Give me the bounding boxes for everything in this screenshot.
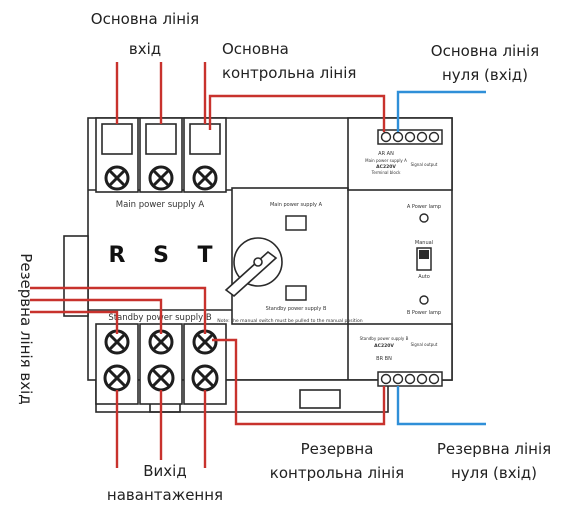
panel-standby-b-label: Standby power supply B [266,306,327,312]
indicator-b-window [285,285,307,301]
auto-label: Auto [418,274,430,280]
term-top-sub: Main power supply A [365,158,407,163]
term-bot-side: Signal output [411,342,438,347]
label-main-neutral-2: нуля (вхід) [441,66,529,84]
label-main-line-input-1: Основна лінія [90,10,200,28]
right-panel: A Power lamp Manual Auto B Power lamp [407,204,441,316]
term-bot-volt: AC220V [374,343,394,349]
label-backup-neutral-2: нуля (вхід) [450,464,538,482]
main-neutral-wire [396,90,486,132]
switch-lever [419,250,429,259]
label-backup-line-input: Резервна лінія вхід [17,253,35,405]
phase-s-label: S [153,243,169,268]
top-neutral-terminal: AR AN Main power supply A AC220V Termina… [365,129,443,175]
term-bot-top: Standby power supply B [360,336,409,341]
panel-main-a-label: Main power supply A [270,202,323,208]
indicator-a-window [285,215,307,231]
bottom-neutral-terminal: Standby power supply B AC220V BR BN Sign… [360,336,443,387]
term-top-volt: AC220V [376,164,396,170]
manual-note: Note: the manual switch must be pulled t… [217,318,363,324]
b-power-lamp-label: B Power lamp [407,310,441,316]
main-control-wire [208,94,386,132]
label-main-control-2: контрольна лінія [222,64,357,82]
label-main-control-1: Основна [222,40,289,58]
label-backup-neutral: Резервна лінія нуля (вхід) [420,440,568,482]
top-screw-icons [104,165,218,191]
rotary-handle-icon[interactable] [224,237,283,298]
term-top-side: Signal output [411,162,438,167]
term-top-left: AR AN [378,151,394,157]
label-main-neutral: Основна лінія нуля (вхід) [410,42,560,84]
label-backup-control-line: Резервна контрольна лінія [262,440,412,482]
label-main-control-line: Основна контрольна лінія [222,40,356,82]
term-top-sub2: Terminal block [371,170,401,175]
central-panel: Main power supply A Standby power supply… [217,202,363,324]
a-power-lamp-icon [419,213,429,223]
label-backup-neutral-1: Резервна лінія [436,440,552,458]
label-load-output-2: навантаження [106,486,224,504]
backup-input-wire-2 [30,298,163,334]
label-backup-control-2: контрольна лінія [269,464,405,482]
red-wires [30,62,386,468]
label-load-output: Вихід навантаження [90,462,240,504]
label-main-line-input-2: вхід [128,40,162,58]
a-power-lamp-label: A Power lamp [407,204,441,210]
phase-t-label: T [197,243,212,268]
label-backup-control-1: Резервна [300,440,374,458]
phase-r-label: R [109,243,126,268]
backup-input-wire-3 [30,310,119,334]
term-bot-left: BR BN [376,356,392,362]
backup-control-wire [212,338,386,426]
main-supply-label: Main power supply A [116,200,205,210]
backup-input-wire-1 [30,286,207,334]
top-terminal-blocks [95,117,227,193]
b-power-lamp-icon [419,295,429,305]
manual-label: Manual [415,240,433,246]
backup-neutral-wire [396,386,486,426]
label-main-line-input: Основна лінія вхід [60,10,230,58]
label-load-output-1: Вихід [143,462,187,480]
blue-wires [396,90,486,426]
label-main-neutral-1: Основна лінія [430,42,540,60]
